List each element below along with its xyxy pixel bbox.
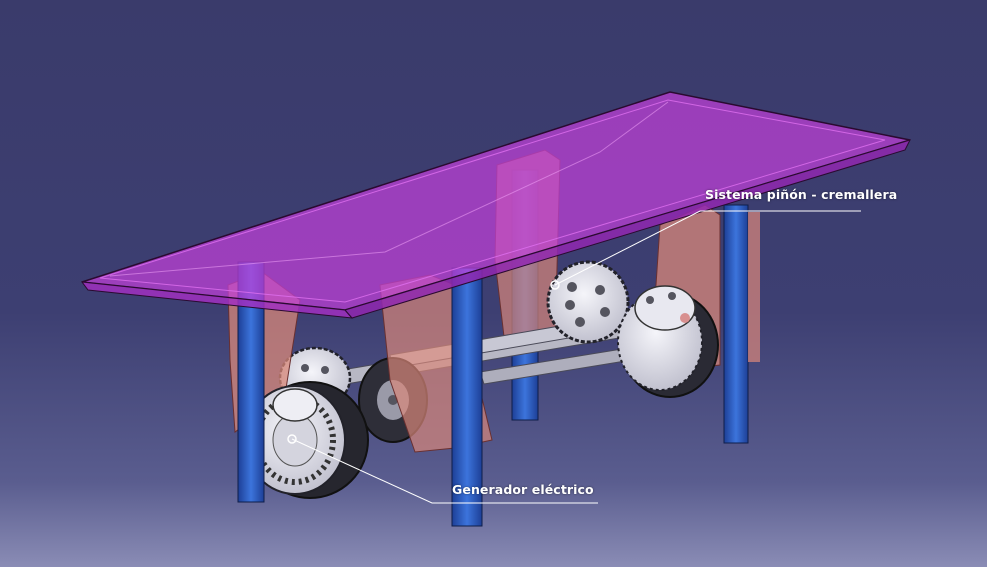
rack-pinion-gear-back [546, 260, 630, 344]
callout-generator [287, 434, 598, 504]
callout-dot-icon [550, 280, 560, 290]
label-electric-generator: Generador eléctrico [452, 482, 594, 497]
tabletop [80, 91, 911, 319]
label-rack-pinion-system: Sistema piñón - cremallera [705, 187, 898, 202]
callout-rack-pinion [550, 210, 861, 290]
generator-back [617, 285, 719, 398]
callout-dot-icon [287, 434, 297, 444]
back-right-leg [723, 204, 760, 444]
